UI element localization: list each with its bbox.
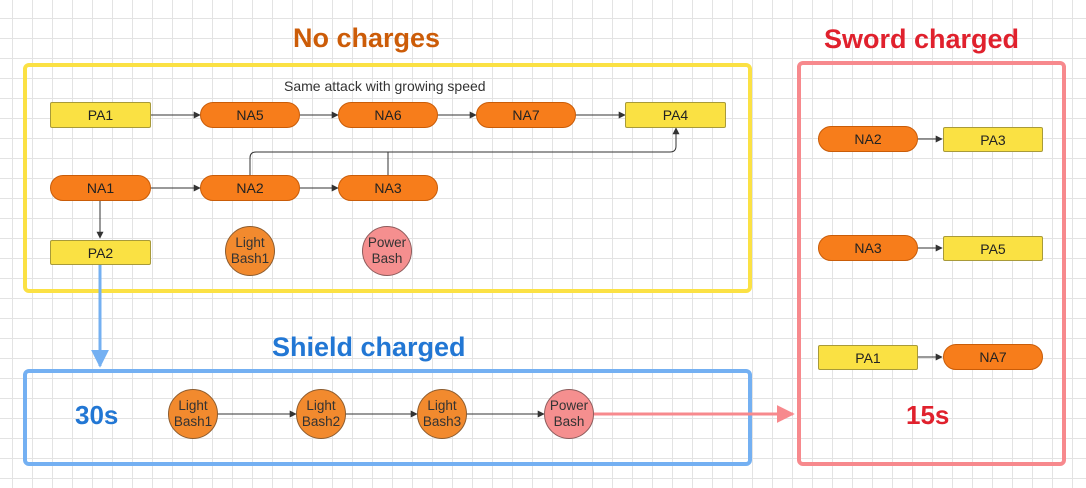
node-na3: NA3 [338,175,438,201]
node-light-bash1: Light Bash1 [225,226,275,276]
sword-charged-title: Sword charged [824,24,1020,54]
shield-charged-frame [23,369,752,466]
sword-node-na7: NA7 [943,344,1043,370]
sword-node-na3: NA3 [818,235,918,261]
node-na6: NA6 [338,102,438,128]
shield-node-light-bash2: Light Bash2 [296,389,346,439]
sword-charged-frame [797,61,1066,466]
sword-timer: 15s [906,400,950,430]
node-na7: NA7 [476,102,576,128]
node-na2: NA2 [200,175,300,201]
shield-node-light-bash3: Light Bash3 [417,389,467,439]
no-charges-frame [23,63,752,293]
node-pa4: PA4 [625,102,726,128]
sword-node-pa5: PA5 [943,236,1043,261]
sword-node-pa3: PA3 [943,127,1043,152]
node-pa1: PA1 [50,102,151,128]
shield-node-light-bash1: Light Bash1 [168,389,218,439]
shield-charged-title: Shield charged [272,332,466,362]
speed-caption: Same attack with growing speed [284,78,486,94]
shield-node-power-bash: Power Bash [544,389,594,439]
shield-timer: 30s [75,400,119,430]
node-pa2: PA2 [50,240,151,265]
node-na5: NA5 [200,102,300,128]
sword-node-pa1: PA1 [818,345,918,370]
sword-node-na2: NA2 [818,126,918,152]
node-power-bash: Power Bash [362,226,412,276]
node-na1: NA1 [50,175,151,201]
no-charges-title: No charges [293,23,441,53]
